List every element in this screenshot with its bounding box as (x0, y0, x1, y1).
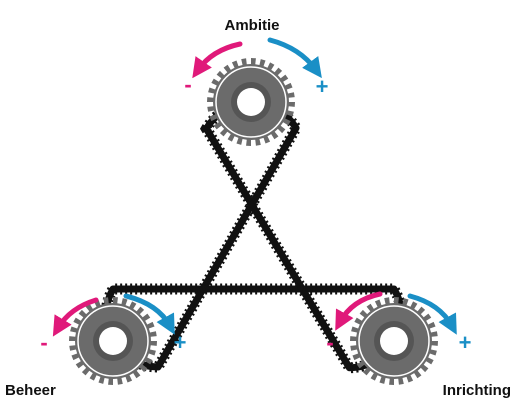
gear-hub (237, 88, 265, 116)
plus-sign-left: + (174, 330, 187, 355)
label-bottom-right: Inrichting (443, 382, 511, 399)
minus-sign-right: - (326, 330, 333, 355)
label-bottom-left: Beheer (5, 382, 56, 399)
counterclockwise-arrow-icon (198, 44, 240, 70)
gear-hub (99, 327, 127, 355)
gear-top-icon (207, 58, 295, 146)
minus-sign-top: - (184, 72, 191, 97)
clockwise-arrow-icon (270, 40, 316, 70)
belt-teeth (106, 103, 401, 368)
plus-sign-right: + (459, 330, 472, 355)
plus-sign-top: + (316, 74, 329, 99)
label-top: Ambitie (224, 17, 279, 34)
gear-hub (380, 327, 408, 355)
belt-outline (106, 103, 401, 368)
minus-sign-left: - (40, 330, 47, 355)
gear-bottom-left-icon (69, 297, 157, 385)
belt (106, 103, 401, 368)
gear-bottom-right-icon (350, 297, 438, 385)
